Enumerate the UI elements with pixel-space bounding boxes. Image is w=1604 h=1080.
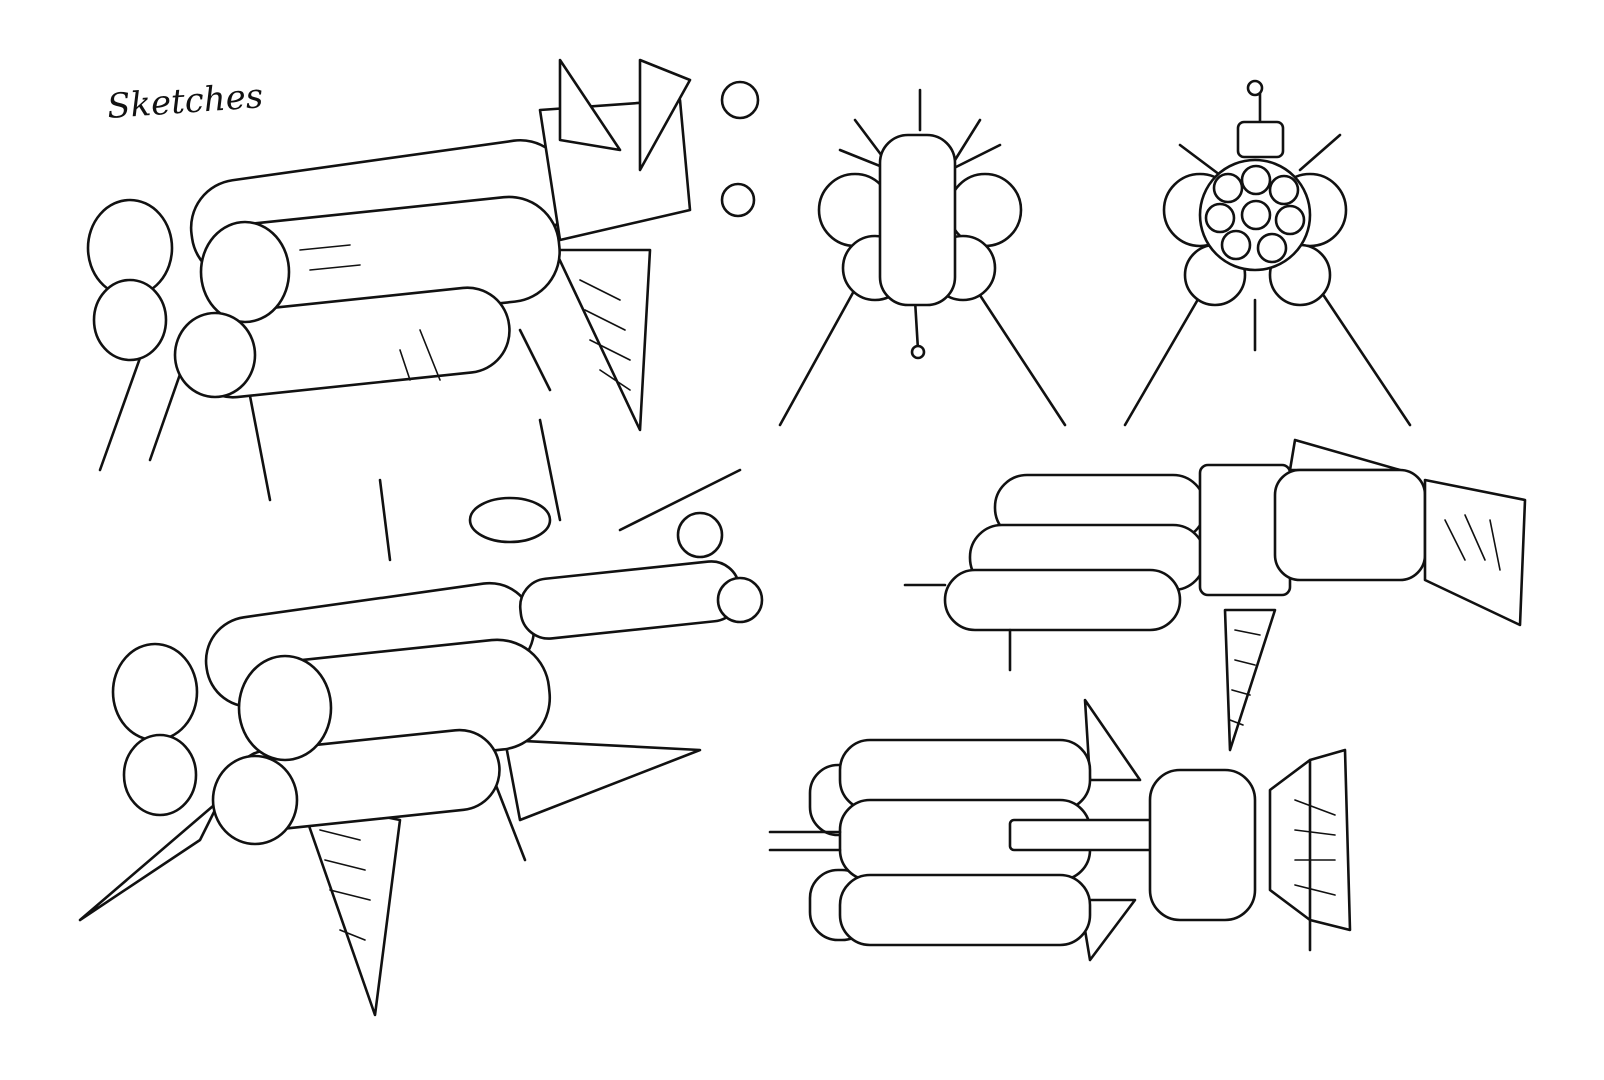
ship-front-view	[778, 88, 1067, 427]
sketches-title: Sketches	[106, 76, 265, 127]
ship-rear-view	[1123, 79, 1412, 427]
ship-top-view	[768, 698, 1352, 962]
ship-perspective-upper	[86, 58, 760, 502]
ship-side-view	[903, 438, 1527, 752]
ship-perspective-lower	[78, 418, 764, 1017]
